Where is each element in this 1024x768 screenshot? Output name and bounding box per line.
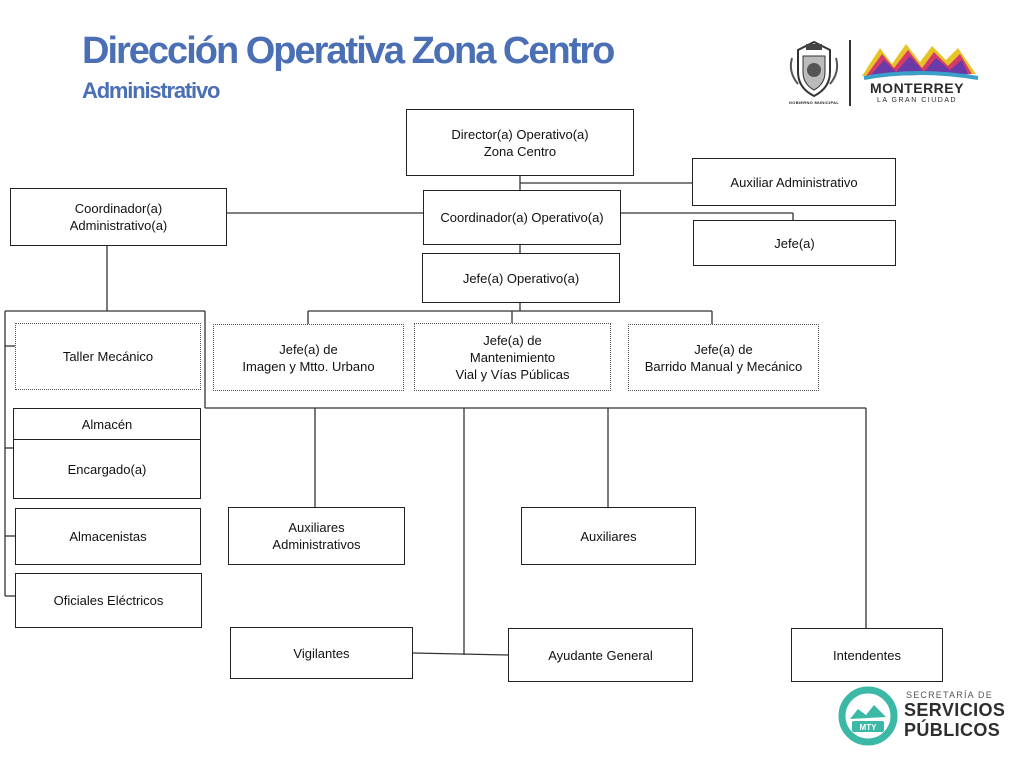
almacen-label: Almacén (81, 416, 133, 432)
almacenistas-label: Almacenistas (69, 529, 147, 544)
jefe-mantenimiento-box: Jefe(a) de Mantenimiento Vial y Vías Púb… (414, 323, 611, 391)
jefe-operativo-box: Jefe(a) Operativo(a) (422, 253, 620, 303)
monterrey-brand-text: MONTERREY (870, 80, 964, 96)
auxiliar-administrativo-label: Auxiliar Administrativo (730, 174, 858, 190)
auxiliares-box: Auxiliares (521, 507, 696, 565)
jefe-box: Jefe(a) (693, 220, 896, 266)
ayudante-general-box: Ayudante General (508, 628, 693, 682)
mty-badge-text: MTY (860, 723, 878, 732)
logo-divider (849, 40, 851, 106)
mountains-icon (862, 44, 979, 80)
jefe-barrido-label: Jefe(a) de Barrido Manual y Mecánico (644, 341, 803, 374)
vigilantes-box: Vigilantes (230, 627, 413, 679)
encargado-label: Encargado(a) (67, 461, 147, 477)
jefe-imagen-label: Jefe(a) de Imagen y Mtto. Urbano (242, 341, 375, 374)
auxiliar-administrativo-box: Auxiliar Administrativo (692, 158, 896, 206)
auxiliares-administrativos-label: Auxiliares Administrativos (272, 520, 361, 552)
seal-icon (789, 40, 839, 98)
jefe-operativo-label: Jefe(a) Operativo(a) (462, 270, 580, 286)
director-box: Director(a) Operativo(a) Zona Centro (406, 109, 634, 176)
oficiales-electricos-box: Oficiales Eléctricos (15, 573, 202, 628)
servicios-publicos-logo: MTY SECRETARÍA DE SERVICIOS PÚBLICOS (838, 683, 1008, 749)
intendentes-label: Intendentes (833, 647, 901, 663)
director-label: Director(a) Operativo(a) Zona Centro (451, 126, 589, 159)
connector-line (412, 652, 509, 656)
page-title: Dirección Operativa Zona Centro (82, 30, 615, 72)
monterrey-logo: MONTERREY LA GRAN CIUDAD (858, 38, 984, 118)
page-subtitle: Administrativo (82, 78, 220, 103)
municipal-seal-logo: GOBIERNO MUNICIPAL (786, 38, 842, 108)
servicios-publicos-emblem-icon: MTY (838, 686, 898, 746)
secretariat-line1-text: SERVICIOS (904, 700, 1006, 720)
jefe-label: Jefe(a) (774, 235, 815, 251)
coordinador-operativo-label: Coordinador(a) Operativo(a) (440, 210, 604, 225)
ayudante-general-label: Ayudante General (548, 647, 653, 663)
jefe-mantenimiento-label: Jefe(a) de Mantenimiento Vial y Vías Púb… (455, 332, 570, 382)
coordinador-administrativo-box: Coordinador(a) Administrativo(a) (10, 188, 227, 246)
taller-mecanico-box: Taller Mecánico (15, 323, 201, 390)
jefe-imagen-box: Jefe(a) de Imagen y Mtto. Urbano (213, 324, 404, 391)
almacen-box: Almacén (13, 408, 201, 440)
auxiliares-administrativos-box: Auxiliares Administrativos (228, 507, 405, 565)
monterrey-tagline: LA GRAN CIUDAD (876, 97, 958, 104)
intendentes-box: Intendentes (791, 628, 943, 682)
secretariat-small-text: SECRETARÍA DE (906, 690, 993, 700)
jefe-barrido-box: Jefe(a) de Barrido Manual y Mecánico (628, 324, 819, 391)
secretariat-line2-text: PÚBLICOS (904, 720, 1001, 740)
almacenistas-box: Almacenistas (15, 508, 201, 565)
seal-caption: GOBIERNO MUNICIPAL (788, 100, 840, 105)
coordinador-administrativo-label: Coordinador(a) Administrativo(a) (69, 201, 168, 233)
vigilantes-label: Vigilantes (293, 645, 350, 661)
encargado-box: Encargado(a) (13, 439, 201, 499)
taller-mecanico-label: Taller Mecánico (62, 349, 154, 364)
oficiales-electricos-label: Oficiales Eléctricos (53, 593, 164, 608)
auxiliares-label: Auxiliares (580, 528, 637, 544)
coordinador-operativo-box: Coordinador(a) Operativo(a) (423, 190, 621, 245)
